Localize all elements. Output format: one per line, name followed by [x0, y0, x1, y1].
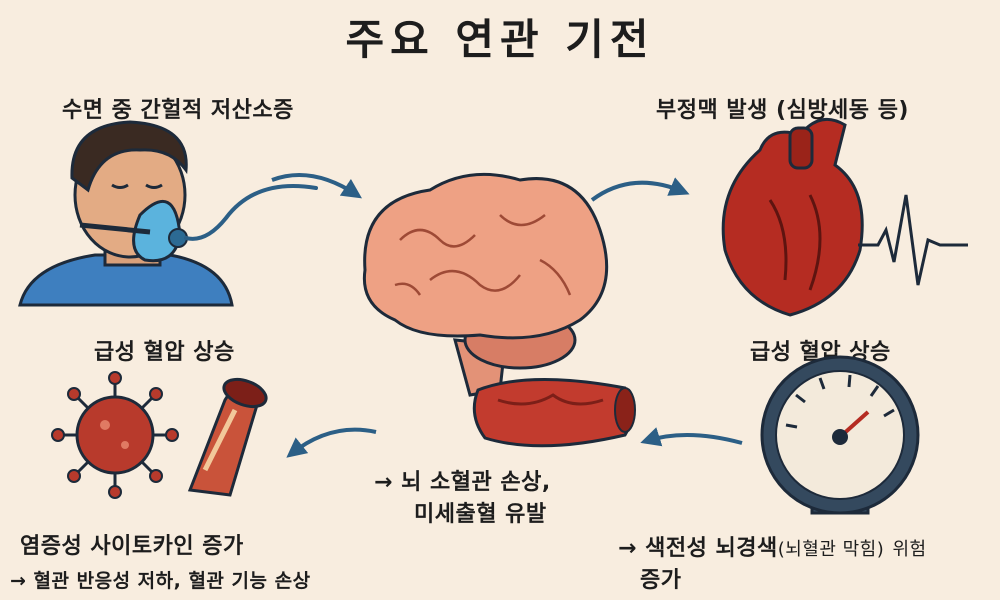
blood-vessel-icon	[472, 377, 636, 448]
label-stroke-risk-2: 증가	[640, 568, 682, 593]
label-small-vessel-2: 미세출혈 유발	[414, 502, 547, 527]
stroke-risk-prefix: → 색전성 뇌경색	[618, 536, 778, 561]
label-bp-left: 급성 혈압 상승	[94, 340, 235, 365]
label-sleep-apnea: 수면 중 간헐적 저산소증	[62, 98, 294, 123]
label-small-vessel-1: → 뇌 소혈관 손상,	[374, 470, 551, 495]
arrow-center-to-left	[286, 427, 377, 458]
label-inflammation-sub: → 혈관 반응성 저하, 혈관 기능 손상	[10, 570, 311, 592]
label-arrhythmia: 부정맥 발생 (심방세동 등)	[656, 98, 909, 123]
label-stroke-risk: → 색전성 뇌경색(뇌혈관 막힘) 위험	[618, 530, 927, 562]
arrow-mask-to-brain	[271, 173, 362, 199]
virus-icon	[51, 371, 179, 499]
stroke-risk-suffix: 위험	[892, 539, 927, 560]
stroke-risk-paren: (뇌혈관 막힘)	[777, 539, 885, 560]
label-inflammation: 염증성 사이토카인 증가	[20, 534, 244, 559]
ecg-line-icon	[858, 194, 968, 286]
inflamed-vessel-icon	[187, 377, 268, 497]
brain-icon	[362, 172, 609, 397]
diagram-title: 주요 연관 기전	[345, 15, 655, 64]
person-with-cpap-mask-icon	[18, 120, 318, 307]
pressure-gauge-icon	[760, 355, 920, 515]
arrow-brain-to-heart	[590, 177, 690, 202]
heart-icon	[721, 117, 864, 317]
arrow-gauge-to-vessel	[640, 427, 743, 447]
